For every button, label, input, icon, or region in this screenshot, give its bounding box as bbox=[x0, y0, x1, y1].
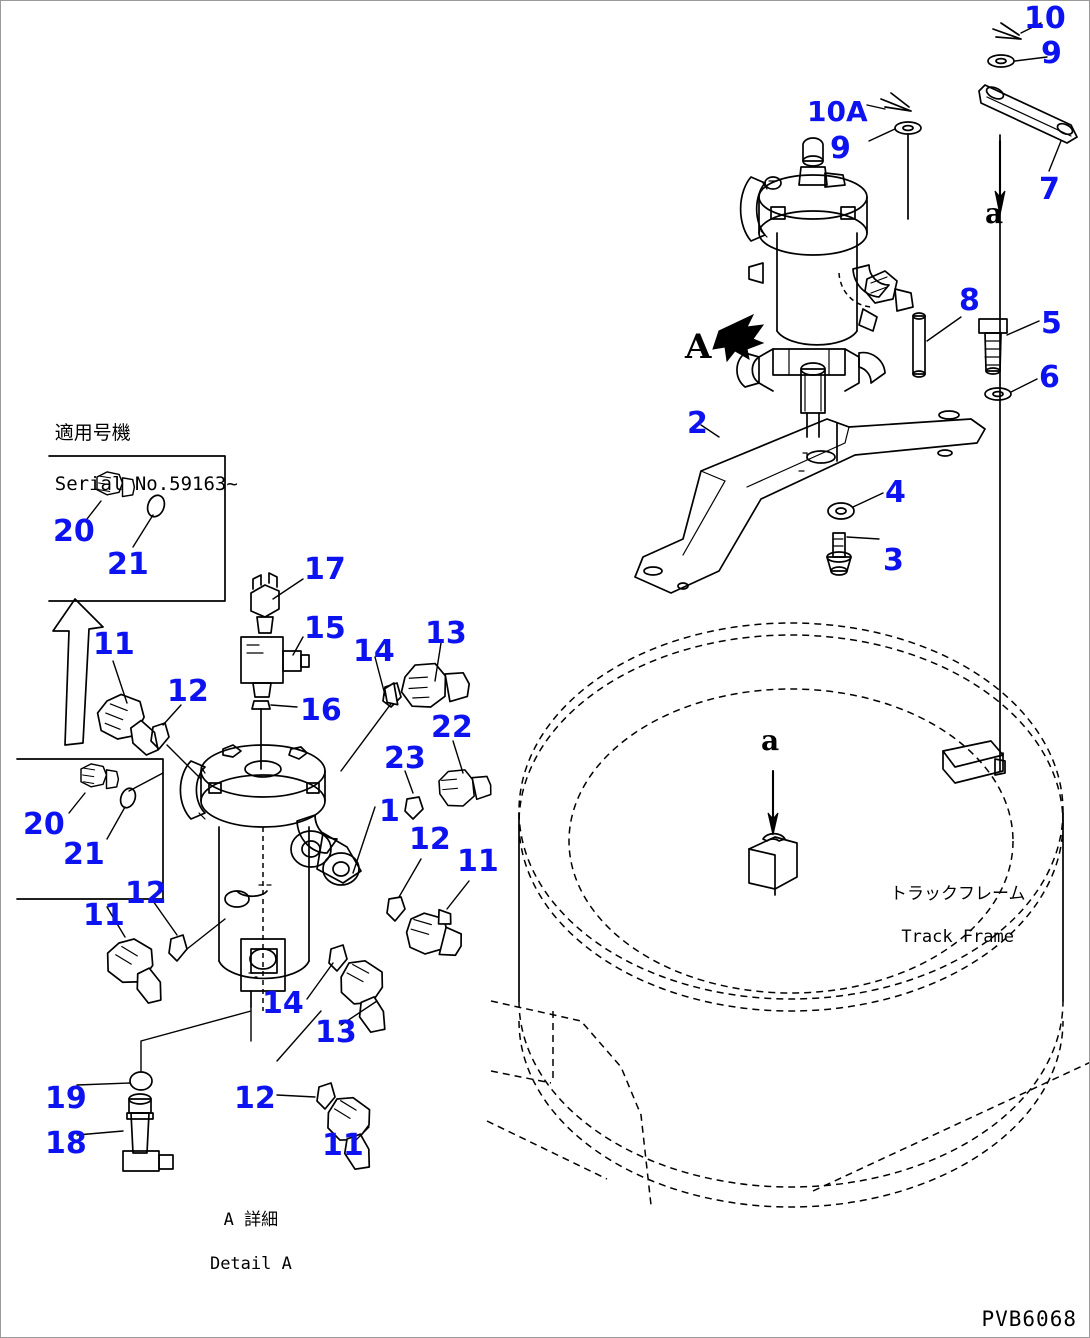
serial-number-note: 適用号機 Serial No.59163~ bbox=[9, 395, 238, 523]
detail-a-label: A 詳細 Detail A bbox=[169, 1187, 292, 1297]
serial-note-en: Serial No.59163~ bbox=[54, 472, 238, 495]
part-callout-15: 15 bbox=[304, 611, 346, 646]
part-callout-11: 11 bbox=[457, 844, 499, 879]
part-callout-4: 4 bbox=[885, 475, 906, 510]
part-callout-22: 22 bbox=[431, 710, 473, 745]
part-callout-14: 14 bbox=[353, 634, 395, 669]
drawing-number: PVB6068 bbox=[981, 1307, 1077, 1331]
part-callout-5: 5 bbox=[1041, 306, 1062, 341]
part-callout-12: 12 bbox=[167, 674, 209, 709]
part-callout-9: 9 bbox=[830, 131, 851, 166]
detail-a-label-jp: A 詳細 bbox=[223, 1210, 279, 1231]
part-callout-14: 14 bbox=[262, 986, 304, 1021]
part-callout-10A: 10A bbox=[807, 95, 868, 128]
part-callout-16: 16 bbox=[300, 693, 342, 728]
part-callout-19: 19 bbox=[45, 1081, 87, 1116]
part-callout-6: 6 bbox=[1039, 360, 1060, 395]
part-callout-8: 8 bbox=[959, 283, 980, 318]
part-callout-13: 13 bbox=[425, 616, 467, 651]
detail-a-label-en: Detail A bbox=[209, 1254, 292, 1275]
part-callout-10: 10 bbox=[1024, 1, 1066, 36]
part-callout-12: 12 bbox=[409, 822, 451, 857]
part-callout-11: 11 bbox=[322, 1128, 364, 1163]
part-callout-9: 9 bbox=[1041, 36, 1062, 71]
view-marker-a: A bbox=[685, 327, 712, 367]
part-callout-1: 1 bbox=[379, 794, 400, 829]
section-marker-a-lower: a bbox=[761, 724, 780, 757]
part-callout-11: 11 bbox=[93, 627, 135, 662]
part-callout-11: 11 bbox=[83, 898, 125, 933]
section-marker-a-upper: a bbox=[985, 197, 1004, 230]
serial-note-jp: 適用号機 bbox=[54, 421, 131, 444]
track-frame-label-jp: トラックフレーム bbox=[889, 884, 1026, 905]
part-callout-23: 23 bbox=[384, 741, 426, 776]
part-callout-18: 18 bbox=[45, 1126, 87, 1161]
part-callout-21: 21 bbox=[107, 547, 149, 582]
part-callout-17: 17 bbox=[304, 552, 346, 587]
track-frame-label-en: Track Frame bbox=[901, 926, 1014, 947]
part-callout-12: 12 bbox=[234, 1081, 276, 1116]
part-callout-2: 2 bbox=[687, 406, 708, 441]
part-callout-7: 7 bbox=[1039, 172, 1060, 207]
track-frame-label: トラックフレーム Track Frame bbox=[849, 863, 1026, 969]
part-callout-3: 3 bbox=[883, 543, 904, 578]
part-callout-20: 20 bbox=[53, 514, 95, 549]
part-callout-21: 21 bbox=[63, 837, 105, 872]
part-callout-13: 13 bbox=[315, 1015, 357, 1050]
part-callout-20: 20 bbox=[23, 807, 65, 842]
part-callout-12: 12 bbox=[125, 876, 167, 911]
